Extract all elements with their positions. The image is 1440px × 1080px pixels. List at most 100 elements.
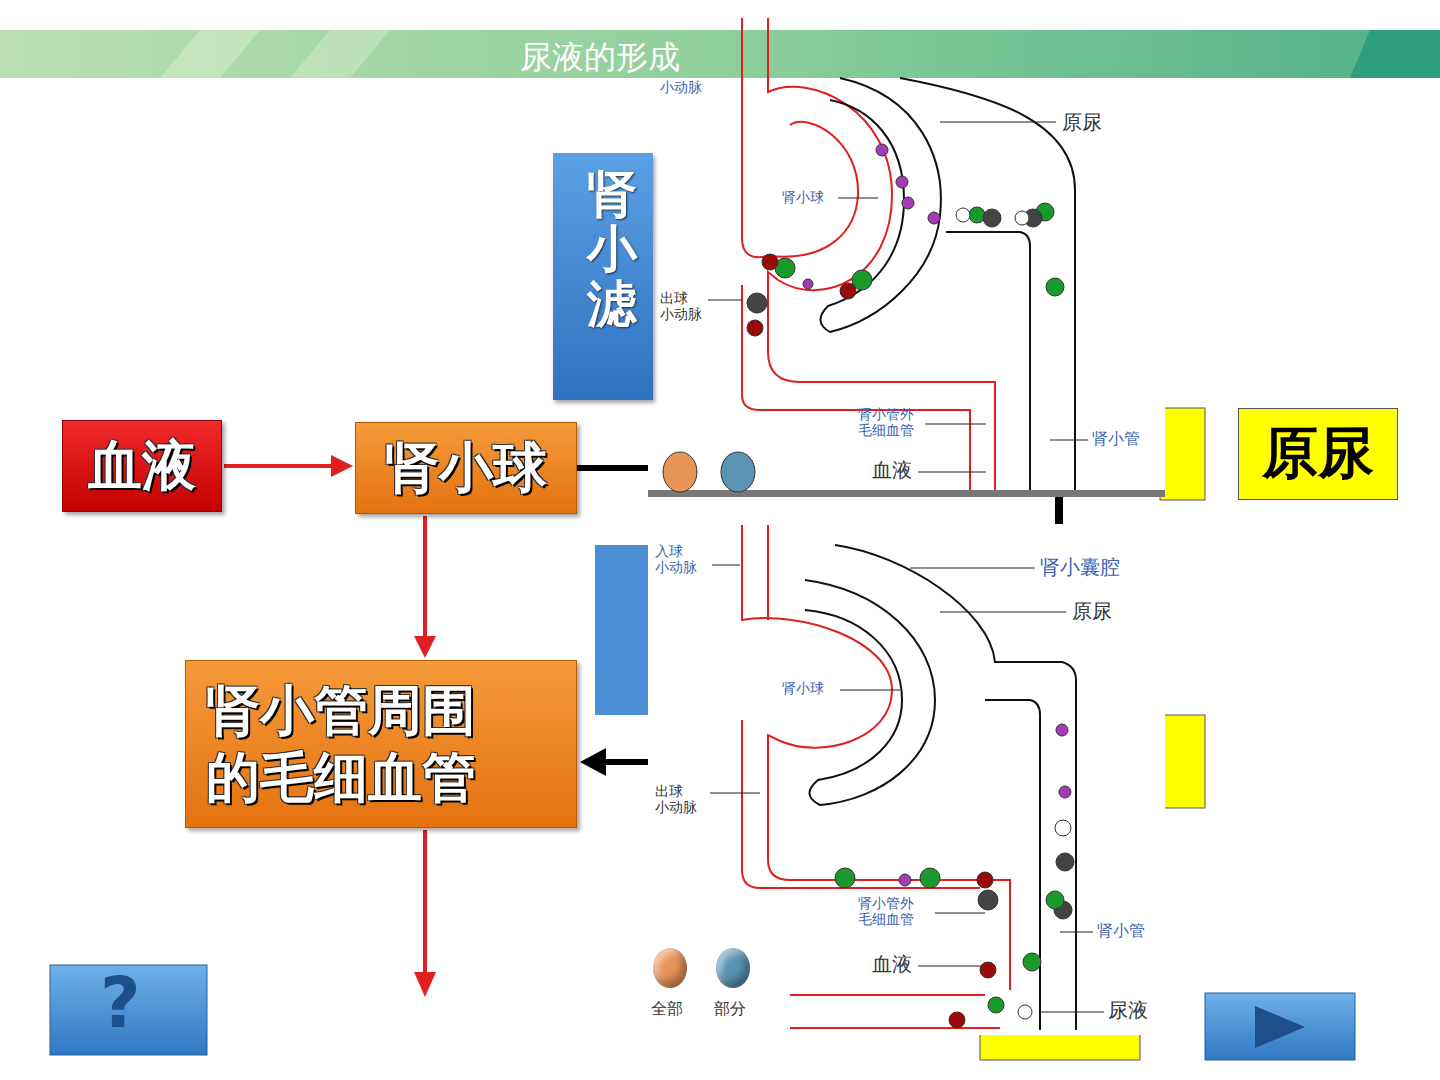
tubule-wall <box>985 700 1040 1030</box>
arrow-head <box>414 972 436 997</box>
result-box: 原尿 <box>1238 408 1398 500</box>
capillary-wall <box>767 525 769 620</box>
arrow-line <box>423 516 427 640</box>
leader-line <box>840 690 900 691</box>
particles <box>663 144 1064 492</box>
particle <box>988 997 1004 1013</box>
particle <box>977 872 993 888</box>
marker-egg <box>663 452 697 492</box>
particle <box>1046 278 1064 296</box>
part-label: 肾小囊腔 <box>1040 556 1120 579</box>
capsule-wall <box>805 580 935 805</box>
band-stripe <box>290 30 390 78</box>
particle <box>747 320 763 336</box>
particle <box>1056 724 1068 736</box>
particle <box>920 868 940 888</box>
band-stripe <box>1350 30 1440 78</box>
node-text: 肾小滤 <box>587 167 637 332</box>
hidden-box <box>1160 715 1205 808</box>
particles <box>835 724 1074 1028</box>
particle <box>876 144 888 156</box>
part-label: 尿液 <box>1108 999 1148 1022</box>
part-label: 血液 <box>872 953 912 976</box>
flow-line <box>423 830 427 975</box>
panel-edge <box>648 490 1165 497</box>
particle <box>1046 891 1064 909</box>
particle <box>840 283 856 299</box>
part-label: 肾小球 <box>782 189 824 205</box>
particle <box>803 279 813 289</box>
tubule-wall <box>946 232 1030 490</box>
leader-line <box>708 300 742 301</box>
part-label: 肾小管 <box>1092 430 1140 448</box>
node-text: 肾小球 <box>385 432 547 505</box>
leader-line <box>838 198 878 199</box>
particle <box>1055 820 1071 836</box>
particle <box>949 1012 965 1028</box>
part-label: 小动脉 <box>660 79 702 95</box>
particle <box>956 208 970 222</box>
capsule-wall <box>835 545 1076 1030</box>
leader-line <box>935 913 985 914</box>
arrow-head <box>414 636 436 658</box>
part-label: 肾小管外 毛细血管 <box>858 406 920 438</box>
particle <box>983 209 1001 227</box>
capsule-wall <box>820 78 940 332</box>
process-box: 肾小滤 <box>553 153 653 400</box>
arrow-head <box>580 748 606 776</box>
process-box: 肾小球 <box>355 422 577 514</box>
particle <box>1018 1005 1032 1019</box>
particle <box>762 254 778 270</box>
leader-line <box>1050 440 1088 441</box>
leader-line <box>1040 1012 1104 1013</box>
particle <box>1059 786 1071 798</box>
process-box: 血液 <box>62 420 222 512</box>
particle <box>747 293 767 313</box>
part-label: 肾小管外 毛细血管 <box>858 895 920 927</box>
flow-arrow <box>414 516 436 658</box>
illustration-panel <box>648 525 1165 1035</box>
leader-line <box>940 612 1066 613</box>
particle <box>902 197 914 209</box>
capillary-wall <box>742 18 858 257</box>
leader-line <box>925 424 986 425</box>
arrow-line <box>224 464 335 468</box>
particle <box>835 868 855 888</box>
leader-line <box>910 568 1035 569</box>
part-label: 原尿 <box>1062 111 1102 134</box>
leader-line <box>710 793 760 794</box>
nephron <box>805 545 1076 1030</box>
particle <box>1023 953 1041 971</box>
legend-text: 部分 <box>714 1000 746 1018</box>
process-box: 肾小管周围 的毛细血管 <box>185 660 577 828</box>
part-label: 血液 <box>872 459 912 482</box>
capillary-wall <box>768 18 995 490</box>
hidden-box <box>1160 408 1205 500</box>
particle <box>980 962 996 978</box>
band-stripe <box>160 30 260 78</box>
arrow-head <box>331 455 353 477</box>
particle <box>1056 853 1074 871</box>
particle <box>928 212 940 224</box>
part-label: 肾小管 <box>1097 922 1145 940</box>
leader-line <box>940 122 1056 123</box>
next-button <box>1205 993 1355 1060</box>
capillary-wall <box>742 720 980 888</box>
particle <box>899 874 911 886</box>
capillary <box>742 18 995 490</box>
particle <box>896 176 908 188</box>
slide-title: 尿液的形成 <box>520 36 680 80</box>
particle <box>978 890 998 910</box>
node-text: 原尿 <box>1262 416 1374 492</box>
particle <box>969 207 985 223</box>
leader-lines <box>708 122 1088 472</box>
capillary-wall <box>790 995 1000 1028</box>
play-icon <box>1255 1006 1305 1048</box>
illustration-panel <box>648 78 1165 492</box>
leader-lines <box>710 565 1104 1012</box>
legend-text: 全部 <box>651 1000 683 1018</box>
legend-swatch <box>653 948 687 988</box>
header-band <box>0 30 1440 78</box>
